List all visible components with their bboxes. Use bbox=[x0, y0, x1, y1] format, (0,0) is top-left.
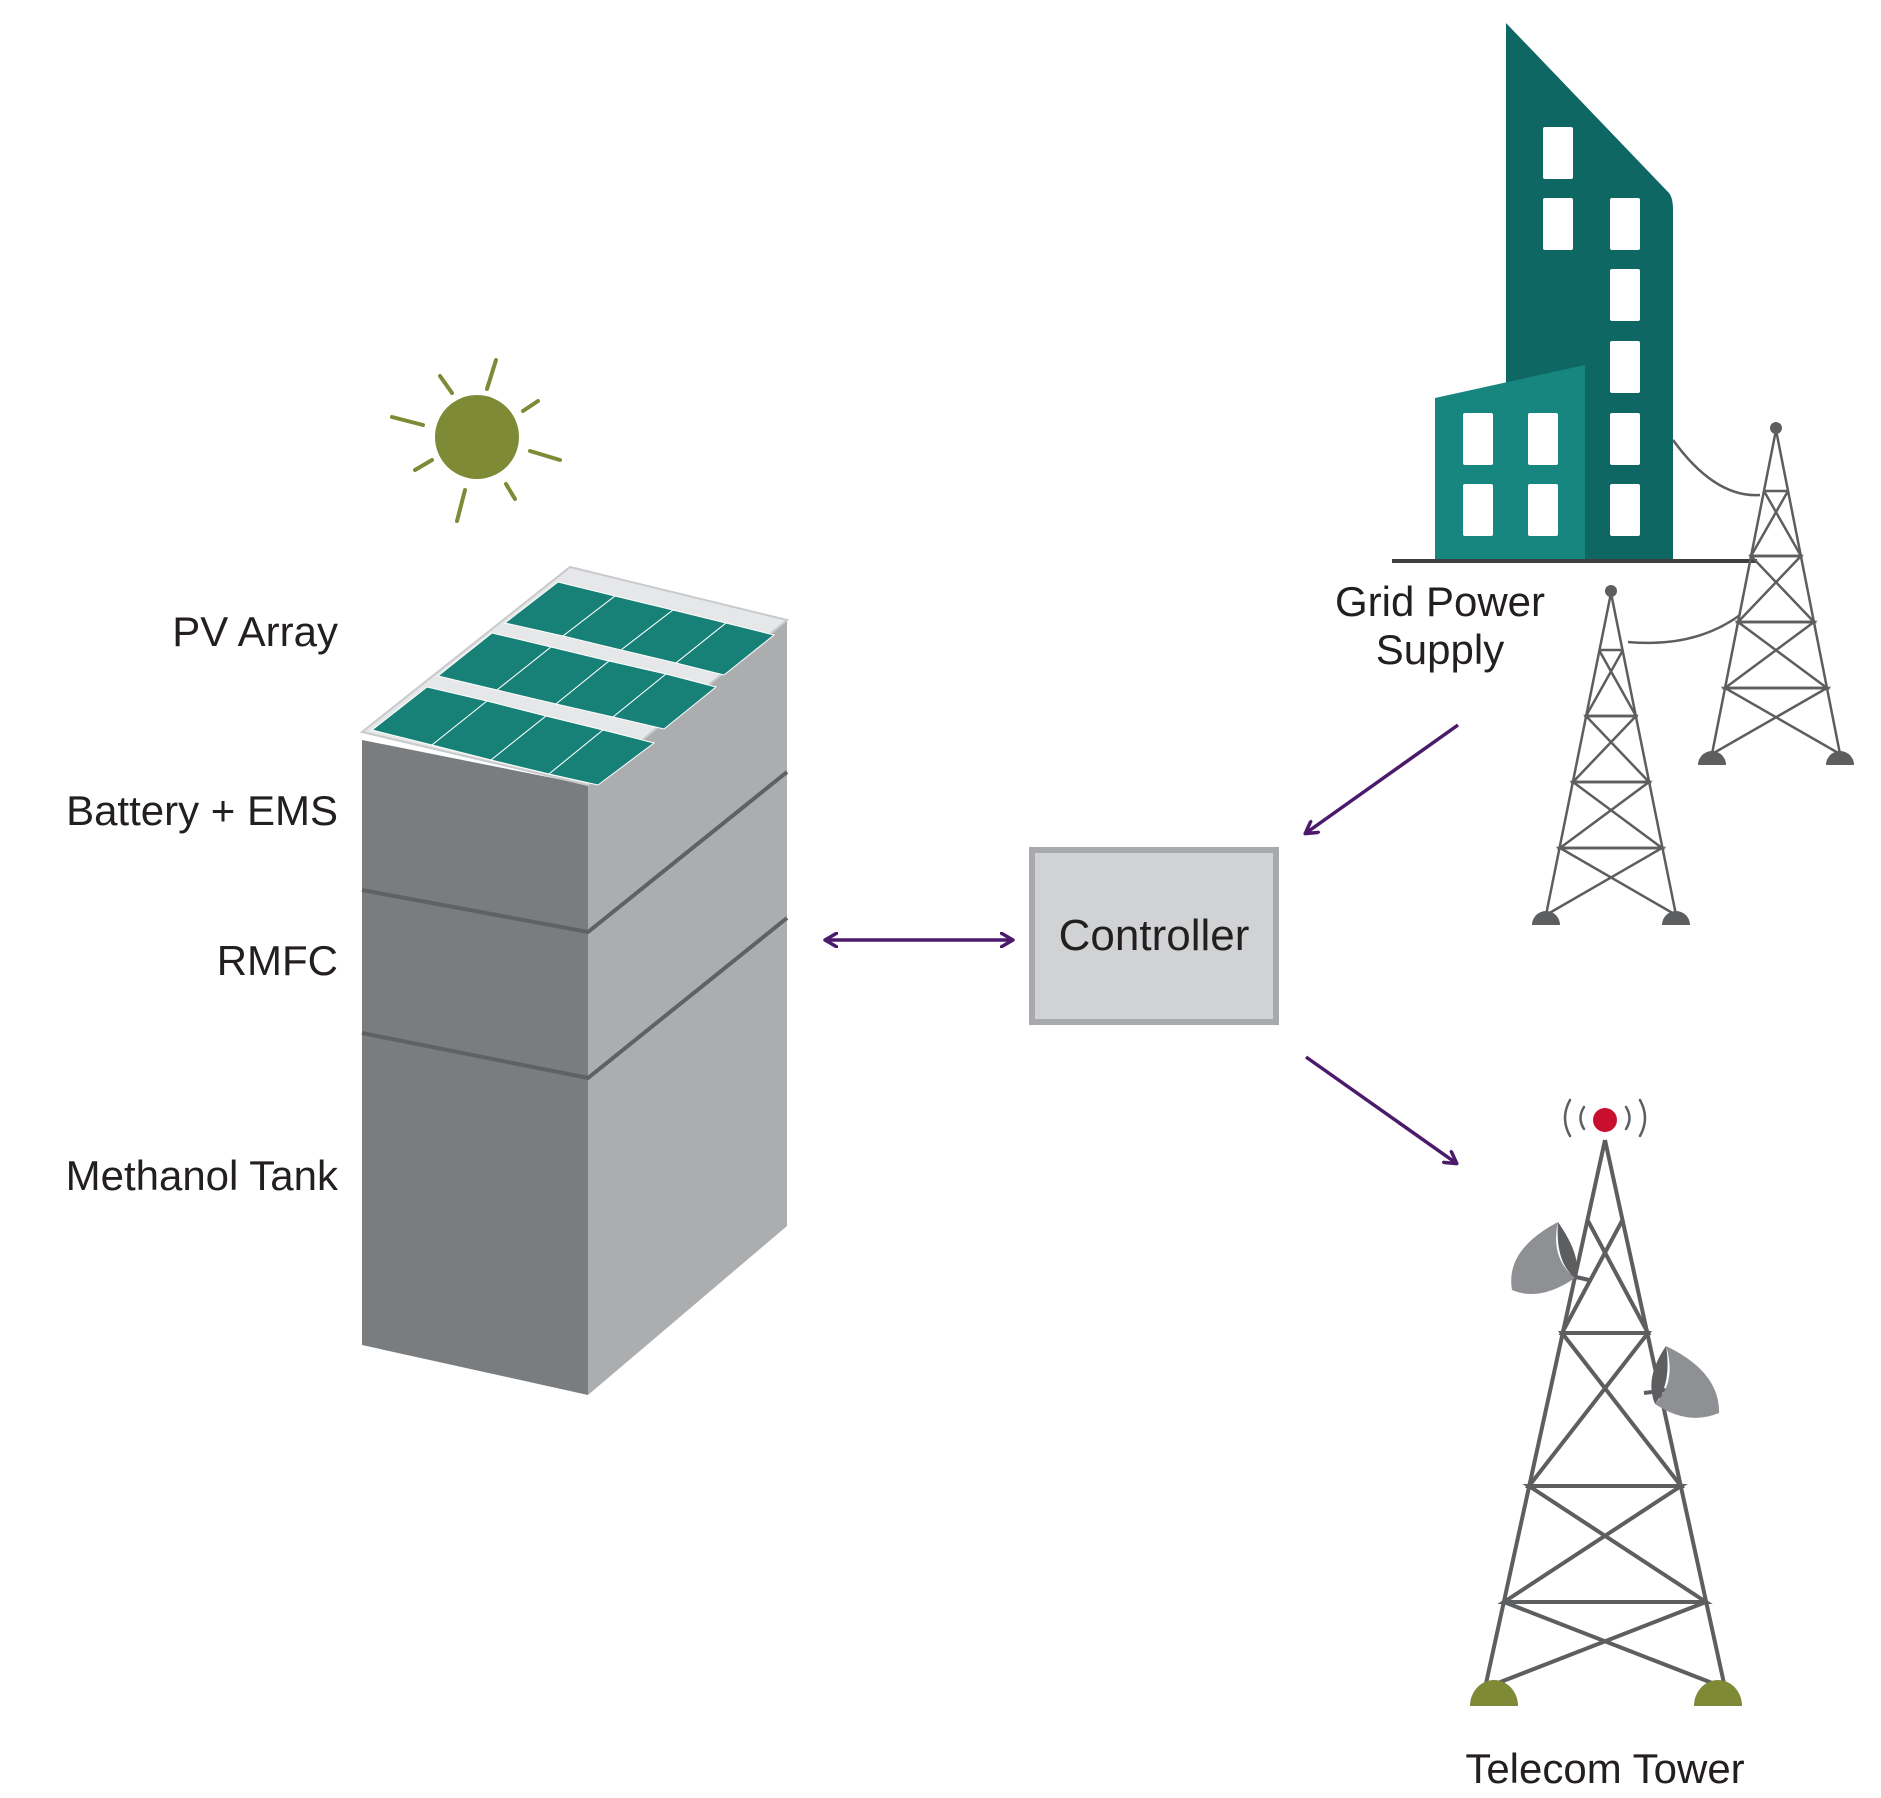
label-telecom-tower: Telecom Tower bbox=[1465, 1745, 1745, 1792]
sun-icon bbox=[390, 358, 562, 523]
label-methanol-tank: Methanol Tank bbox=[65, 1152, 338, 1199]
label-rmfc: RMFC bbox=[216, 937, 338, 984]
arrow-grid-to-controller bbox=[1306, 723, 1460, 833]
label-grid-power-supply: Grid Power Supply bbox=[1300, 578, 1580, 675]
label-grid-power-line2: Supply bbox=[1375, 626, 1505, 674]
satellite-dish-icon bbox=[1511, 1222, 1590, 1294]
transmission-tower-icon bbox=[1544, 429, 1842, 917]
controller-box: Controller bbox=[1029, 847, 1279, 1025]
energy-system-stack-icon bbox=[361, 620, 789, 1395]
label-pv-array: PV Array bbox=[172, 608, 338, 655]
stack-front-face bbox=[362, 740, 588, 1395]
solar-panel-icon bbox=[359, 565, 790, 787]
arrow-controller-to-telecom bbox=[1304, 1055, 1456, 1163]
beacon-light bbox=[1593, 1108, 1617, 1132]
telecom-tower-icon bbox=[1470, 1098, 1742, 1706]
label-grid-power-line1: Grid Power bbox=[1334, 578, 1546, 625]
label-battery-ems: Battery + EMS bbox=[66, 787, 338, 834]
building-icon bbox=[1392, 23, 1757, 563]
satellite-dish-icon bbox=[1643, 1346, 1720, 1418]
controller-label: Controller bbox=[1058, 911, 1250, 960]
